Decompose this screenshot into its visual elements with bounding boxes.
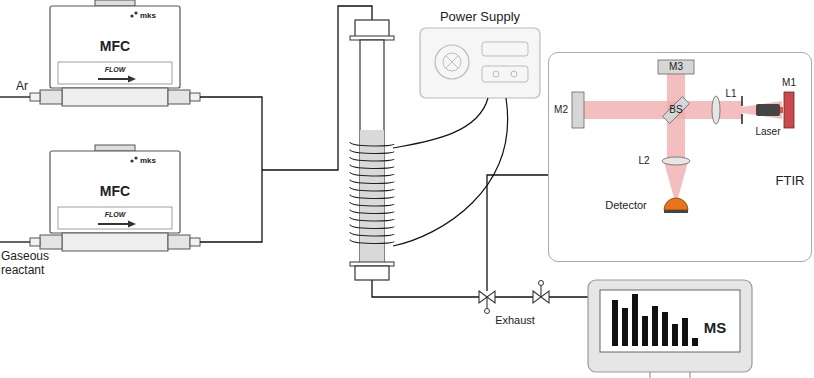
device-label: Power Supply <box>440 10 520 25</box>
mirror-label: M2 <box>554 104 568 116</box>
mirror-label: M3 <box>669 61 683 73</box>
spectrum-bar <box>632 294 638 346</box>
spectrum-bar <box>612 300 618 346</box>
device-name: MFC <box>100 183 130 199</box>
coil-winding <box>350 232 394 236</box>
power-wires <box>393 98 508 246</box>
power-supply-box: Power Supply <box>420 6 540 98</box>
ms-monitor <box>588 280 752 378</box>
exhaust-label: Exhaust <box>495 314 535 327</box>
mirror-label: M1 <box>782 77 796 89</box>
flow-label: FLOW <box>105 66 126 74</box>
coil-winding <box>350 180 394 184</box>
coil-winding <box>350 202 394 206</box>
detector-label: Detector <box>605 199 647 212</box>
ms-monitor: MS <box>588 280 752 372</box>
coil-winding <box>350 165 394 169</box>
reactor-tube <box>350 20 394 280</box>
mass-flow-controller: mksMFC FLOW <box>50 151 180 233</box>
mfc-body <box>30 145 200 251</box>
spectrum-bar <box>652 306 658 346</box>
spectrum-bar <box>692 338 698 346</box>
spectrum-bar <box>682 318 688 346</box>
mfc-body <box>30 0 200 106</box>
coil-winding <box>350 217 394 221</box>
gas-lines <box>0 6 588 297</box>
device-name: MFC <box>100 38 130 54</box>
coil-winding <box>350 187 394 191</box>
brand-logo: mks <box>140 11 156 20</box>
instrument-label: MS <box>704 319 727 336</box>
spectrum-bar <box>622 308 628 346</box>
flow-label: FLOW <box>105 211 126 219</box>
ftir-optics <box>572 60 794 213</box>
beam-splitter-label: BS <box>669 104 682 116</box>
spectrum-bar <box>642 316 648 346</box>
gas-inlet-label: Ar <box>16 80 28 94</box>
brand-logo: mks <box>140 156 156 165</box>
coil-winding <box>350 225 394 229</box>
laser-label: Laser <box>755 126 780 138</box>
instrument-label: FTIR <box>776 174 805 189</box>
gas-inlet-label: Gaseous reactant <box>1 250 71 278</box>
mass-flow-controller: mksMFC FLOW <box>50 6 180 88</box>
coil-winding <box>350 157 394 161</box>
spectrum-bar <box>662 312 668 346</box>
ftir-box: FTIR <box>548 52 812 262</box>
valves <box>479 281 549 314</box>
coil-winding <box>350 172 394 176</box>
lens-label: L2 <box>638 155 649 167</box>
coil-winding <box>350 240 394 244</box>
coil-winding <box>350 142 394 146</box>
lens-label: L1 <box>725 88 736 100</box>
coil-winding <box>350 210 394 214</box>
coil-winding <box>350 150 394 154</box>
coil-winding <box>350 195 394 199</box>
spectrum-bar <box>672 324 678 346</box>
power-supply <box>420 28 540 98</box>
